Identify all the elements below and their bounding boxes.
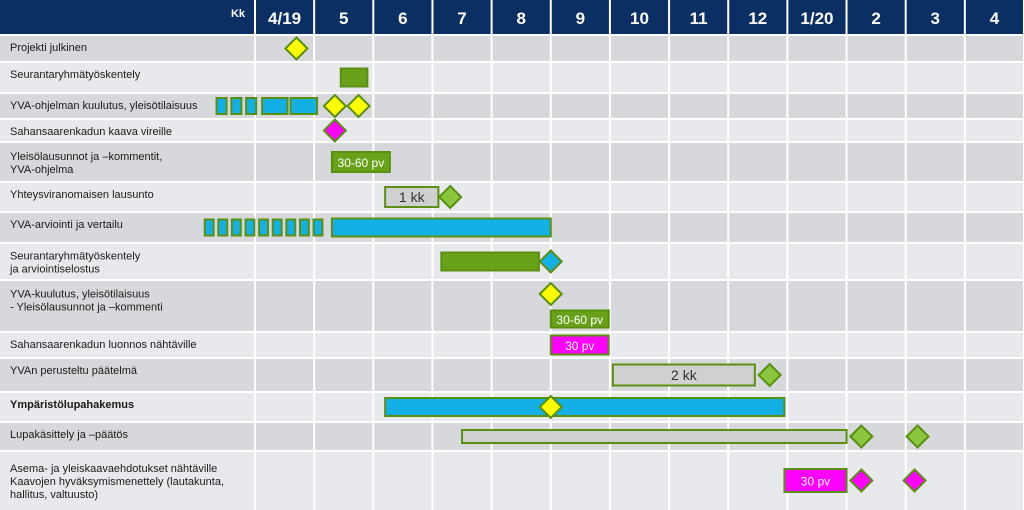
row-label-6: YVA-arviointi ja vertailu bbox=[10, 219, 123, 231]
month-header-11: 3 bbox=[931, 9, 940, 28]
milestone-7-1 bbox=[538, 249, 564, 274]
month-header-4: 8 bbox=[516, 9, 525, 28]
row-label-5: Yhteysviranomaisen lausunto bbox=[10, 189, 154, 201]
row-label-10: YVAn perusteltu päätelmä bbox=[10, 365, 138, 377]
segment-6-0-4 bbox=[258, 218, 270, 237]
month-header-12: 4 bbox=[990, 9, 1000, 28]
row-background-1 bbox=[0, 62, 1024, 93]
month-header-1: 5 bbox=[339, 9, 348, 28]
row-background-4 bbox=[0, 142, 1024, 182]
month-header-0: 4/19 bbox=[268, 9, 301, 28]
month-header-10: 2 bbox=[871, 9, 880, 28]
month-header-8: 12 bbox=[748, 9, 767, 28]
month-header-5: 9 bbox=[576, 9, 585, 28]
segment-6-0-1 bbox=[217, 218, 229, 237]
bar-label-8-1: 30-60 pv bbox=[556, 313, 603, 327]
milestone-13-1 bbox=[848, 468, 874, 493]
milestone-5-1 bbox=[437, 184, 463, 210]
header-band bbox=[0, 0, 1024, 35]
row-background-2 bbox=[0, 93, 1024, 119]
row-label-13: Asema- ja yleiskaavaehdotukset nähtävill… bbox=[10, 463, 224, 501]
bar-12-0 bbox=[461, 429, 848, 444]
bar-10-0 bbox=[611, 363, 756, 387]
header-corner-label: Kk bbox=[231, 8, 246, 20]
milestone-3-0 bbox=[322, 118, 348, 143]
row-label-2: YVA-ohjelman kuulutus, yleisötilaisuus bbox=[10, 100, 198, 112]
milestone-2-2 bbox=[346, 93, 371, 119]
row-label-3: Sahansaarenkadun kaava vireille bbox=[10, 126, 172, 138]
row-label-1: Seurantaryhmätyöskentely bbox=[10, 69, 141, 81]
segment-6-0-7 bbox=[298, 218, 310, 237]
segment-2-0-2 bbox=[245, 97, 258, 115]
segment-6-0-0 bbox=[203, 218, 215, 237]
row-label-0: Projekti julkinen bbox=[10, 42, 87, 54]
milestone-13-2 bbox=[902, 468, 927, 493]
month-header-6: 10 bbox=[630, 9, 649, 28]
segment-6-0-3 bbox=[244, 218, 256, 237]
segment-2-0-4 bbox=[289, 97, 319, 115]
bar-1-0 bbox=[339, 67, 369, 88]
row-label-9: Sahansaarenkadun luonnos nähtäville bbox=[10, 339, 197, 351]
row-background-10 bbox=[0, 358, 1024, 392]
bar-7-0 bbox=[440, 251, 540, 272]
row-label-11: Ympäristölupahakemus bbox=[10, 399, 134, 411]
bar-13-0 bbox=[783, 468, 848, 493]
month-header-9: 1/20 bbox=[800, 9, 833, 28]
row-label-12: Lupakäsittely ja –päätös bbox=[10, 429, 129, 441]
segment-2-0-0 bbox=[215, 97, 228, 115]
bar-9-0 bbox=[549, 334, 610, 356]
bar-label-13-0: 30 pv bbox=[801, 475, 830, 489]
row-background-0 bbox=[0, 35, 1024, 62]
segment-2-0-3 bbox=[261, 97, 289, 115]
bar-label-4-0: 30-60 pv bbox=[338, 156, 385, 170]
segment-6-0-6 bbox=[285, 218, 297, 237]
milestone-10-1 bbox=[757, 362, 783, 388]
bar-4-0 bbox=[330, 151, 391, 173]
milestone-12-1 bbox=[848, 424, 874, 449]
row-background-9 bbox=[0, 332, 1024, 358]
bar-label-5-0: 1 kk bbox=[399, 189, 426, 205]
month-header-2: 6 bbox=[398, 9, 407, 28]
row-label-8: YVA-kuulutus, yleisötilaisuus- Yleisölau… bbox=[10, 289, 163, 314]
segment-6-0-8 bbox=[312, 218, 324, 237]
bar-8-1 bbox=[549, 309, 610, 329]
milestone-11-1 bbox=[538, 394, 564, 420]
bar-6-1 bbox=[330, 217, 552, 238]
row-background-8 bbox=[0, 280, 1024, 332]
segment-6-0-2 bbox=[230, 218, 242, 237]
bar-label-9-0: 30 pv bbox=[565, 339, 594, 353]
segment-6-0-5 bbox=[271, 218, 283, 237]
month-header-3: 7 bbox=[457, 9, 466, 28]
row-label-4: Yleisölausunnot ja –kommentit,YVA-ohjelm… bbox=[10, 151, 162, 176]
milestone-2-1 bbox=[322, 93, 348, 119]
segment-2-0-1 bbox=[230, 97, 243, 115]
row-background-5 bbox=[0, 182, 1024, 212]
milestone-12-2 bbox=[905, 424, 930, 449]
milestone-0-0 bbox=[283, 36, 309, 61]
milestone-8-0 bbox=[538, 281, 564, 307]
bar-11-0 bbox=[384, 397, 786, 417]
month-header-7: 11 bbox=[690, 9, 708, 28]
bar-label-10-0: 2 kk bbox=[671, 367, 698, 383]
